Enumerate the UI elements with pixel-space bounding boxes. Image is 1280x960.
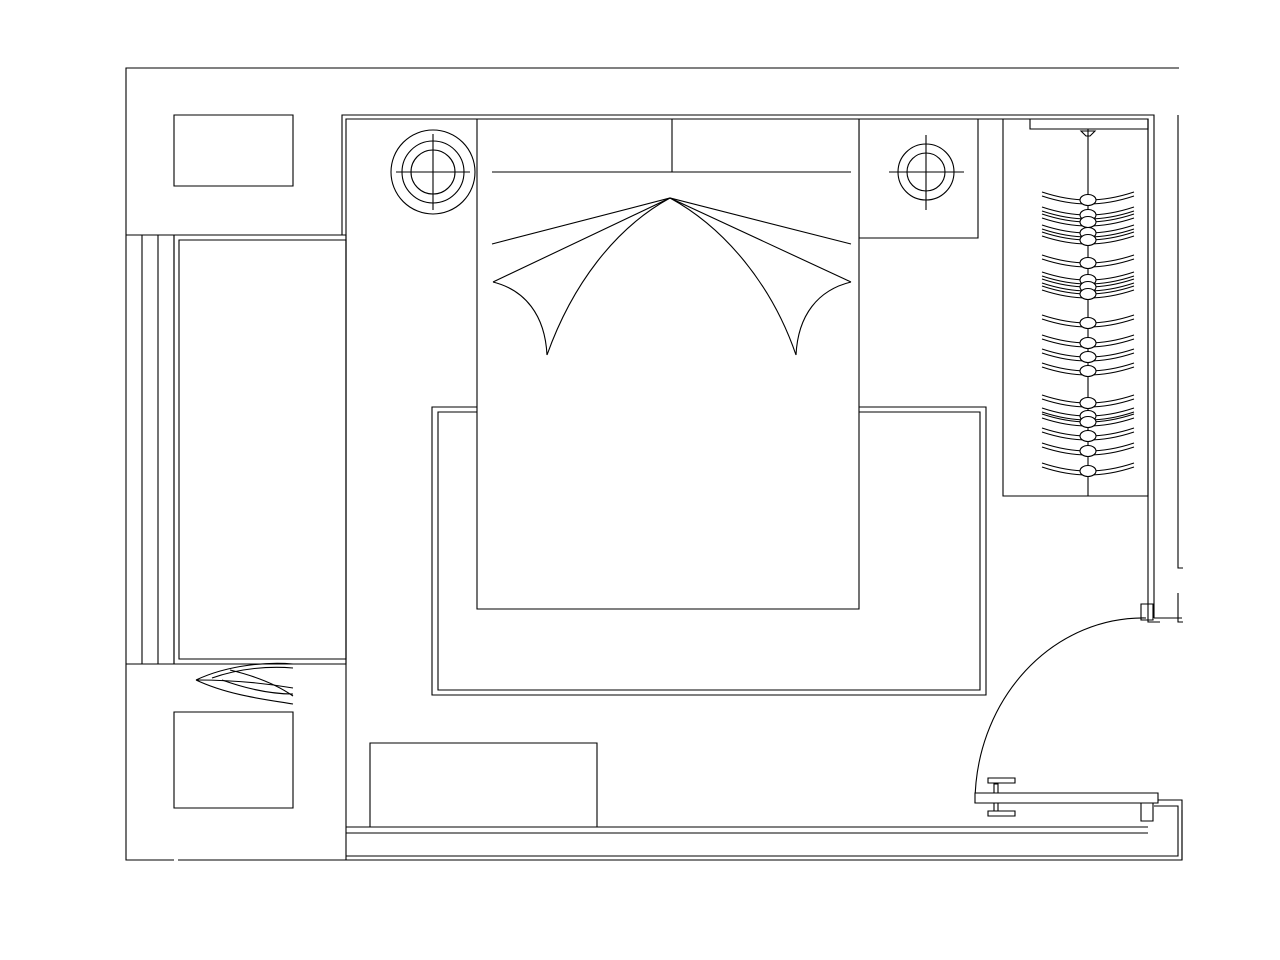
bed-frame [477,119,859,609]
nightstand-right [859,119,978,238]
hanger-hook-icon [1080,195,1096,206]
hanger-hook-icon [1080,417,1096,428]
hanger-hook-icon [1080,235,1096,246]
rod-bracket [1081,131,1095,136]
lamp-left-crosshair [396,134,470,210]
door [975,618,1158,816]
hanger-group [1042,192,1134,477]
sofa-inner [179,240,346,659]
bottom-wall-outer [178,810,1182,860]
hanger-hook-icon [1080,431,1096,442]
upper-cabinet [174,115,293,186]
hanger-hook-icon [1080,446,1096,457]
door-frame-bottom [346,800,1182,860]
hanger-hook-icon [1080,258,1096,269]
bed-cover [492,198,851,355]
door-swing-arc [975,618,1146,803]
wardrobe-shelf [1030,119,1148,129]
right-wall-outer [1148,612,1182,622]
door-handle-icon [988,778,1015,816]
lamp-left-outer [391,130,475,214]
hanger-hook-icon [1080,318,1096,329]
nightstand-left [391,130,475,214]
lower-cabinet [174,712,293,808]
wardrobe [1003,119,1148,496]
nightstand-right-box [859,119,978,238]
outer-wall-line [126,68,1179,860]
window-frame [142,235,174,664]
door-jamb-bottom [1141,803,1153,821]
door-leaf [975,793,1158,803]
hanger-hook-icon [1080,398,1096,409]
left-zone [126,115,346,808]
hanger-hook-icon [1080,366,1096,377]
hanger-hook-icon [1080,289,1096,300]
dresser [370,743,597,827]
plant-icon [196,663,293,704]
bottom-wall-inner [346,827,1148,833]
lamp-right-crosshair [889,135,964,210]
hanger-hook-icon [1080,217,1096,228]
hanger-hook-icon [1080,352,1096,363]
bed [477,119,859,609]
hanger-hook-icon [1080,338,1096,349]
hanger-hook-icon [1080,466,1096,477]
door-jamb-top [1141,604,1153,620]
right-wall-stub [1178,115,1183,622]
sofa-outer [174,235,346,664]
